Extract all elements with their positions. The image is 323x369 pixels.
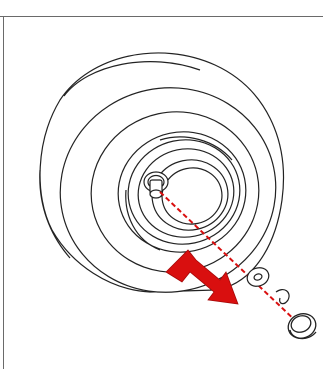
rim-ring-2 bbox=[137, 148, 235, 238]
rim-ring-4 bbox=[161, 167, 223, 225]
guide-line bbox=[159, 191, 301, 326]
rim-ring-1 bbox=[127, 139, 241, 245]
rim-ring-3 bbox=[151, 159, 229, 231]
frame-top-border bbox=[0, 16, 323, 17]
removal-arrow bbox=[165, 249, 239, 305]
rim-arc-left bbox=[125, 189, 161, 251]
rim-arc-top bbox=[159, 136, 233, 161]
tire-tread-arc-2 bbox=[39, 169, 71, 259]
end-cap bbox=[287, 313, 317, 340]
tire-tread-arc bbox=[63, 61, 201, 97]
hub-nut bbox=[143, 171, 169, 199]
frame-left-border bbox=[3, 16, 4, 369]
clip bbox=[275, 288, 290, 305]
washer bbox=[246, 267, 270, 287]
